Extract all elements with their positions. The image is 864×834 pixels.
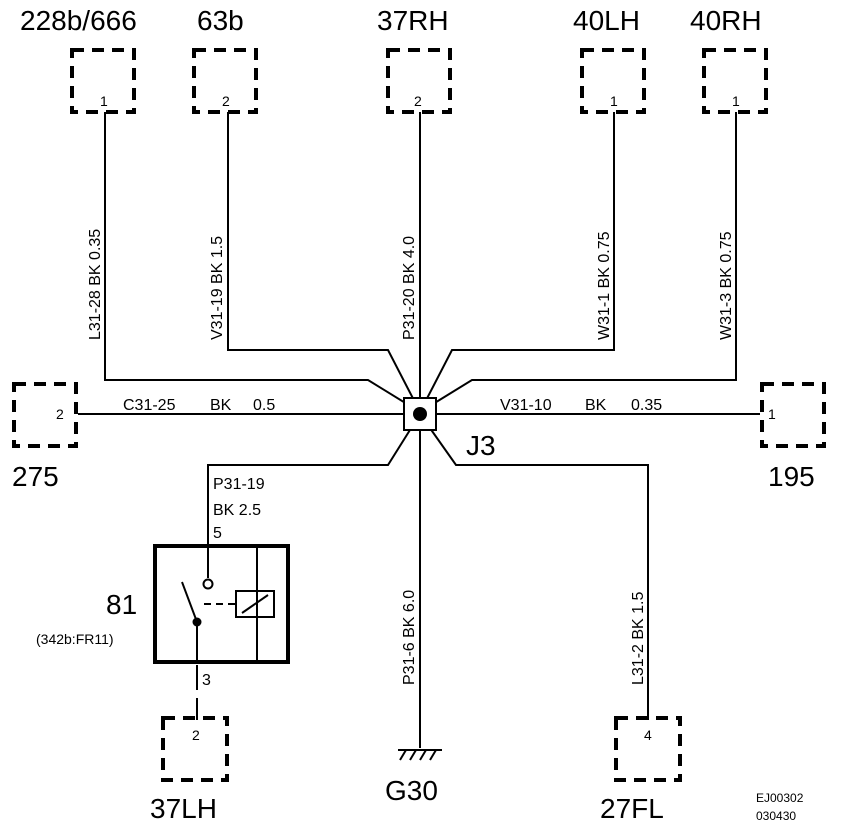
wire-label-l31-2: L31-2 BK 1.5 xyxy=(630,592,647,686)
connector-195: 1 195 xyxy=(760,382,826,492)
wire-label-v31-10-color: BK xyxy=(585,397,607,414)
wire-p31-19 xyxy=(207,413,421,578)
connector-27fl: 4 27FL xyxy=(600,716,682,824)
connector-40rh-pin: 1 xyxy=(732,93,740,109)
connector-37rh-label: 37RH xyxy=(377,5,449,36)
junction-dot xyxy=(413,407,427,421)
reference-date: 030430 xyxy=(756,809,796,823)
reference-code: EJ00302 xyxy=(756,791,804,805)
connector-228b-666-label: 228b/666 xyxy=(20,5,137,36)
wire-label-w31-3: W31-3 BK 0.75 xyxy=(718,231,735,340)
connector-228b-666-pin: 1 xyxy=(100,93,108,109)
wire-label-v31-10-size: 0.35 xyxy=(631,397,662,414)
relay-81-label: 81 xyxy=(106,589,137,620)
connector-275: 2 275 xyxy=(12,382,78,492)
connector-37lh: 2 37LH xyxy=(150,716,229,824)
wire-label-p31-20: P31-20 BK 4.0 xyxy=(401,236,418,340)
connector-63b-pin: 2 xyxy=(222,93,230,109)
connector-63b-label: 63b xyxy=(197,5,244,36)
relay-box xyxy=(153,544,290,664)
relay-pin-bottom: 3 xyxy=(202,672,211,689)
relay-contact-pivot xyxy=(192,617,202,627)
relay-81-location: (342b:FR11) xyxy=(36,631,114,647)
wire-l31-28 xyxy=(104,112,421,413)
connector-40lh: 40LH 1 xyxy=(573,5,646,114)
wire-label-v31-10-id: V31-10 xyxy=(500,397,552,414)
connector-40rh: 40RH 1 xyxy=(690,5,768,114)
junction-j3-label: J3 xyxy=(466,430,496,461)
connector-63b: 63b 2 xyxy=(192,5,258,114)
connector-37lh-label: 37LH xyxy=(150,793,217,824)
wire-label-c31-25-size: 0.5 xyxy=(253,397,275,414)
connector-275-label: 275 xyxy=(12,461,59,492)
wire-label-c31-25-color: BK xyxy=(210,397,232,414)
wires xyxy=(78,112,760,748)
wire-l31-2 xyxy=(419,413,649,720)
connector-40lh-pin: 1 xyxy=(610,93,618,109)
connector-195-pin: 1 xyxy=(768,406,776,422)
ground-g30: G30 xyxy=(385,749,442,806)
wire-label-p31-6: P31-6 BK 6.0 xyxy=(401,590,418,685)
wire-label-v31-19: V31-19 BK 1.5 xyxy=(209,236,226,340)
connector-228b-666: 228b/666 1 xyxy=(20,5,137,114)
wire-w31-3 xyxy=(419,112,737,413)
relay-pin-top: 5 xyxy=(213,525,222,542)
relay-switch-arm xyxy=(181,581,198,623)
connector-40lh-label: 40LH xyxy=(573,5,640,36)
wire-v31-19 xyxy=(227,112,421,413)
ground-g30-label: G30 xyxy=(385,775,438,806)
wire-label-l31-28: L31-28 BK 0.35 xyxy=(87,229,104,340)
connector-275-pin: 2 xyxy=(56,406,64,422)
connector-40rh-label: 40RH xyxy=(690,5,762,36)
wire-label-c31-25-id: C31-25 xyxy=(123,397,176,414)
connector-27fl-label: 27FL xyxy=(600,793,664,824)
connector-195-label: 195 xyxy=(768,461,815,492)
relay-81: P31-19 BK 2.5 5 81 (342b:FR11) 3 xyxy=(36,476,290,689)
wire-w31-1 xyxy=(419,112,615,413)
relay-coil xyxy=(235,590,275,618)
relay-contact-open xyxy=(202,578,214,590)
connector-27fl-pin: 4 xyxy=(644,727,652,743)
connector-37rh-pin: 2 xyxy=(414,93,422,109)
connector-37rh: 37RH 2 xyxy=(377,5,452,114)
junction-j3: J3 xyxy=(403,397,496,461)
wire-label-p31-19-id: P31-19 xyxy=(213,476,265,493)
wire-label-p31-19-spec: BK 2.5 xyxy=(213,502,261,519)
connector-37lh-pin: 2 xyxy=(192,727,200,743)
wire-label-w31-1: W31-1 BK 0.75 xyxy=(596,231,613,340)
